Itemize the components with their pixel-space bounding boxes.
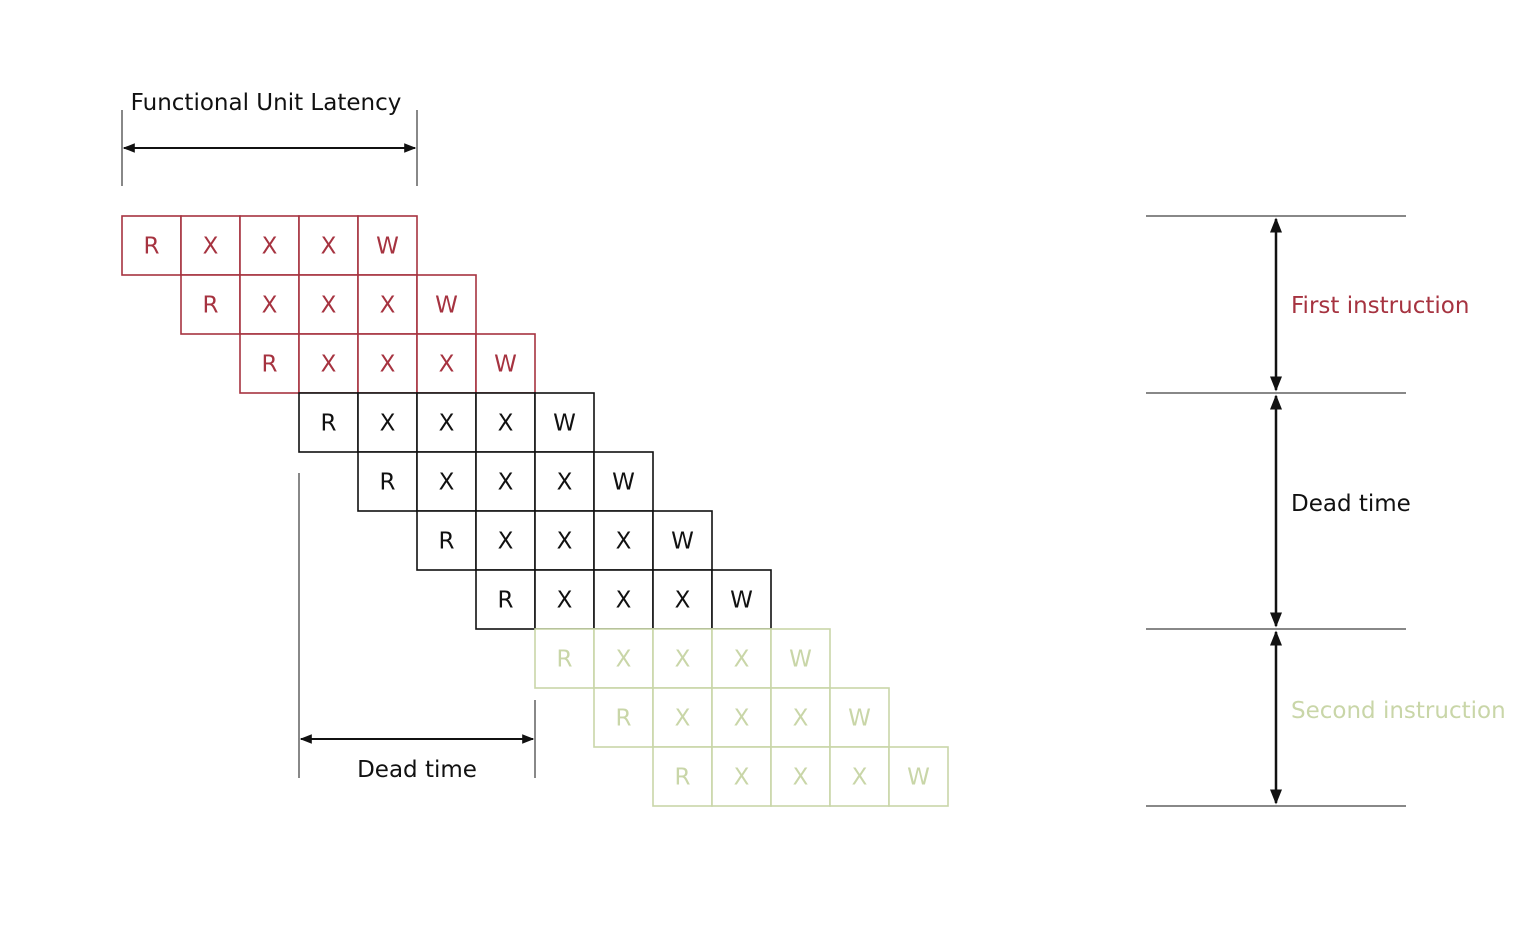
stage-label: R <box>380 470 396 496</box>
stage-cell <box>711 687 772 748</box>
stage-label: W <box>494 352 517 378</box>
stage-label: R <box>439 529 455 555</box>
phase-legend: First instruction Dead time Second instr… <box>1146 215 1506 807</box>
pipeline-cells: R X X X W R X X X W R X X X W R X X X W R X X X W R X X X W R X X X W R X X X W… <box>121 215 949 807</box>
stage-label: W <box>789 647 812 673</box>
stage-cell <box>593 510 654 571</box>
stage-label: X <box>793 765 809 791</box>
stage-cell <box>121 215 182 276</box>
stage-cell <box>888 746 949 807</box>
stage-label: X <box>675 588 691 614</box>
stage-label: W <box>907 765 930 791</box>
stage-cell <box>711 628 772 689</box>
stage-cell <box>770 746 831 807</box>
stage-label: W <box>376 234 399 260</box>
stage-cell <box>652 746 713 807</box>
stage-label: X <box>616 588 632 614</box>
stage-label: X <box>675 706 691 732</box>
stage-cell <box>652 510 713 571</box>
stage-label: X <box>498 411 514 437</box>
dead-time-legend-label: Dead time <box>1291 491 1411 517</box>
stage-label: W <box>671 529 694 555</box>
stage-label: W <box>730 588 753 614</box>
stage-cell <box>239 274 300 335</box>
stage-cell <box>357 451 418 512</box>
stage-cell <box>829 746 890 807</box>
stage-cell <box>416 333 477 394</box>
stage-cell <box>593 569 654 630</box>
stage-cell <box>534 628 595 689</box>
stage-label: X <box>793 706 809 732</box>
stage-label: X <box>439 470 455 496</box>
stage-label: X <box>734 765 750 791</box>
stage-label: X <box>557 529 573 555</box>
stage-label: X <box>557 470 573 496</box>
stage-cell <box>534 569 595 630</box>
stage-cell <box>770 628 831 689</box>
stage-label: X <box>852 765 868 791</box>
stage-label: X <box>439 352 455 378</box>
stage-label: R <box>616 706 632 732</box>
stage-cell <box>829 687 890 748</box>
stage-label: X <box>734 647 750 673</box>
stage-label: X <box>616 529 632 555</box>
stage-label: X <box>616 647 632 673</box>
dead-time-label: Dead time <box>357 757 477 783</box>
stage-label: R <box>203 293 219 319</box>
stage-label: X <box>262 293 278 319</box>
stage-label: W <box>553 411 576 437</box>
stage-cell <box>239 333 300 394</box>
stage-label: X <box>557 588 573 614</box>
stage-label: W <box>612 470 635 496</box>
stage-label: R <box>144 234 160 260</box>
stage-label: W <box>435 293 458 319</box>
stage-cell <box>357 274 418 335</box>
stage-label: R <box>675 765 691 791</box>
latency-annotation: Functional Unit Latency <box>121 90 418 186</box>
stage-cell <box>593 451 654 512</box>
stage-label: X <box>498 529 514 555</box>
stage-label: R <box>321 411 337 437</box>
stage-label: R <box>498 588 514 614</box>
stage-label: X <box>321 352 337 378</box>
stage-label: X <box>380 293 396 319</box>
stage-cell <box>593 687 654 748</box>
stage-cell <box>711 569 772 630</box>
stage-label: X <box>380 352 396 378</box>
latency-label: Functional Unit Latency <box>131 90 402 116</box>
stage-cell <box>534 392 595 453</box>
stage-label: X <box>321 293 337 319</box>
stage-label: X <box>675 647 691 673</box>
stage-label: X <box>321 234 337 260</box>
first-instruction-label: First instruction <box>1291 293 1469 319</box>
stage-label: X <box>203 234 219 260</box>
stage-cell <box>239 215 300 276</box>
stage-cell <box>298 274 359 335</box>
stage-cell <box>475 333 536 394</box>
stage-label: W <box>848 706 871 732</box>
stage-label: R <box>262 352 278 378</box>
dead-time-annotation: Dead time <box>298 473 536 783</box>
stage-label: X <box>262 234 278 260</box>
stage-label: X <box>439 411 455 437</box>
stage-label: X <box>498 470 514 496</box>
stage-label: R <box>557 647 573 673</box>
stage-label: X <box>380 411 396 437</box>
stage-cell <box>416 274 477 335</box>
stage-cell <box>298 392 359 453</box>
stage-cell <box>357 215 418 276</box>
stage-label: X <box>734 706 750 732</box>
second-instruction-label: Second instruction <box>1291 698 1506 724</box>
